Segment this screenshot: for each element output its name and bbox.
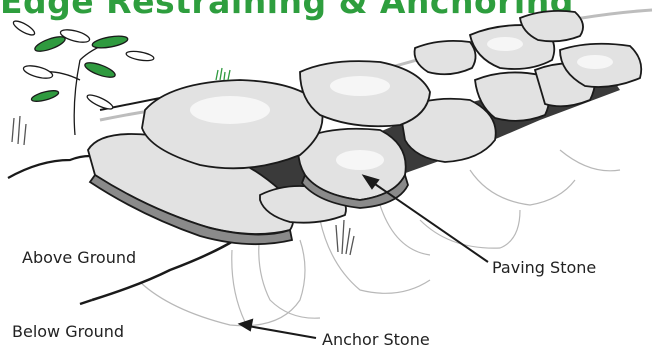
paving-stone-leader (372, 182, 488, 262)
label-above-ground: Above Ground (22, 248, 136, 267)
stone-back-3 (415, 41, 476, 74)
grass-tuft-icon (216, 68, 230, 80)
ground-dash (80, 300, 92, 304)
label-below-ground: Below Ground (12, 322, 124, 341)
plant-icon (12, 19, 155, 135)
label-paving-stone: Paving Stone (492, 258, 596, 277)
anchor-stone-arrowhead (240, 320, 252, 330)
label-anchor-stone: Anchor Stone (322, 330, 430, 349)
anchor-stone-leader (248, 326, 316, 338)
